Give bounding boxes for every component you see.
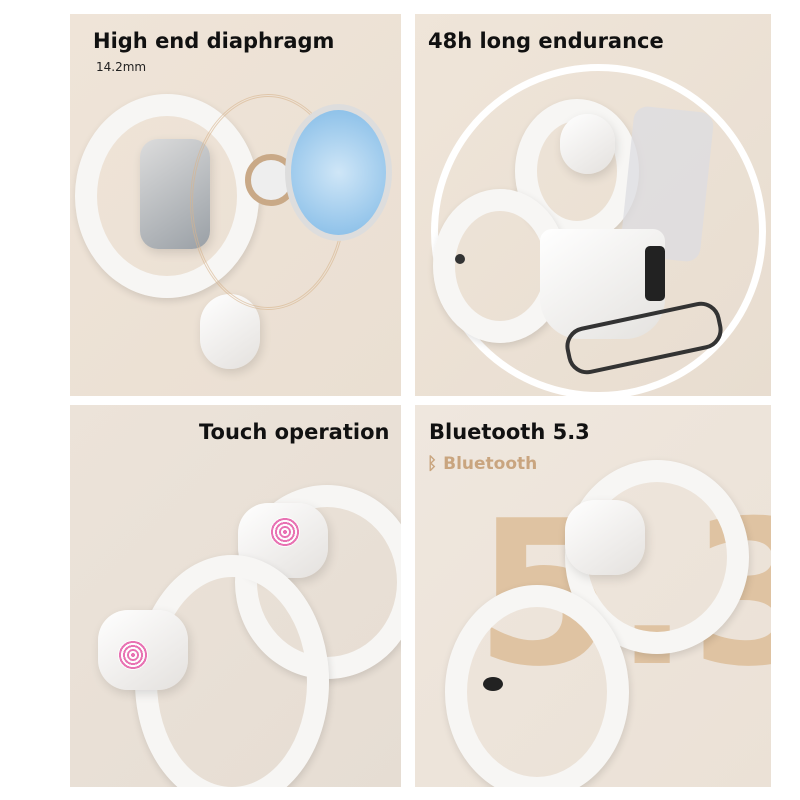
panel-title: 48h long endurance <box>428 29 664 53</box>
panel-bluetooth: Bluetooth 5.3 ᛒ Bluetooth 5.3 <box>415 405 771 787</box>
panel-title: High end diaphragm <box>93 29 335 53</box>
earbud-image <box>565 500 645 575</box>
earbud-hook-image <box>445 585 629 787</box>
charging-case-image <box>540 229 665 339</box>
diaphragm-size: 14.2mm <box>96 60 147 74</box>
highlight-ring <box>431 64 766 396</box>
panel-touch: Touch operation <box>70 405 401 787</box>
battery-display <box>645 246 665 301</box>
earbud-image <box>560 114 615 174</box>
panel-title: Bluetooth 5.3 <box>429 420 590 444</box>
bluetooth-logo: ᛒ Bluetooth <box>427 453 537 475</box>
panel-title: Touch operation <box>199 420 390 444</box>
panel-diaphragm: High end diaphragm 14.2mm <box>70 14 401 396</box>
panel-endurance: 48h long endurance <box>415 14 771 396</box>
fingerprint-icon <box>118 640 148 670</box>
fingerprint-icon <box>270 517 300 547</box>
sensor-dot <box>483 677 503 691</box>
bluetooth-icon: ᛒ <box>427 454 444 474</box>
sensor-dot <box>455 254 465 264</box>
bluetooth-logo-text: Bluetooth <box>443 454 538 474</box>
diaphragm-image <box>285 104 392 241</box>
